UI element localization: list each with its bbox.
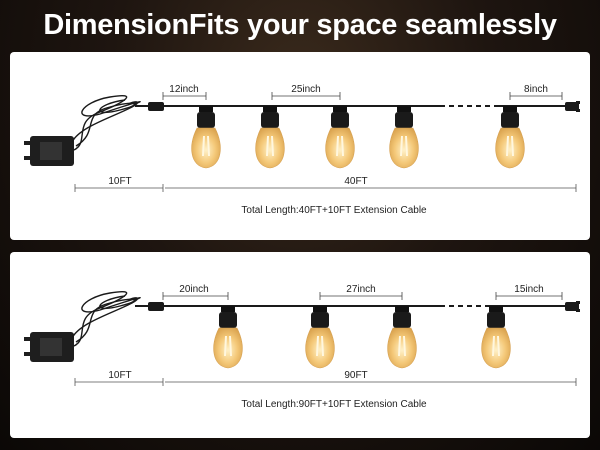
end-gap-label: 8inch — [524, 84, 548, 95]
extension-cord — [71, 291, 141, 347]
string-length-label: 40FT — [344, 176, 367, 187]
string-length-label: 90FT — [344, 370, 367, 381]
dimension-markers — [162, 292, 563, 300]
bulb-spacing-label: 27inch — [346, 284, 375, 295]
bulb-spacing-label: 25inch — [291, 84, 320, 95]
start-gap-label: 12inch — [169, 84, 198, 95]
bulb-icon — [495, 106, 525, 169]
panel-40ft: 12inch 25inch 8inch 10FT 40FT Total Leng… — [10, 52, 590, 240]
bulb-icon — [481, 306, 511, 369]
length-measure — [74, 184, 577, 192]
panel-90ft: 20inch 27inch 15inch 10FT 90FT Total Len… — [10, 252, 590, 438]
string-light-diagram: 12inch 25inch 8inch 10FT 40FT Total Leng… — [24, 84, 580, 216]
bulb-icon — [387, 306, 417, 369]
bulb-icon — [191, 106, 221, 169]
extension-length-label: 10FT — [108, 370, 131, 381]
bulb-icon — [255, 106, 285, 169]
bulb-icon — [389, 106, 419, 169]
end-gap-label: 15inch — [514, 284, 543, 295]
extension-length-label: 10FT — [108, 176, 131, 187]
bulb-icon — [305, 306, 335, 369]
connector-icon — [148, 101, 580, 112]
total-length-label: Total Length:40FT+10FT Extension Cable — [241, 205, 427, 216]
connector-icon — [148, 301, 580, 312]
dimension-markers — [162, 92, 563, 100]
extension-cord — [71, 95, 141, 151]
length-measure — [74, 378, 577, 386]
headline: DimensionFits your space seamlessly — [43, 9, 557, 41]
string-light-diagram: 20inch 27inch 15inch 10FT 90FT Total Len… — [24, 284, 580, 410]
power-adapter-icon — [24, 136, 74, 166]
total-length-label: Total Length:90FT+10FT Extension Cable — [241, 399, 427, 410]
start-gap-label: 20inch — [179, 284, 208, 295]
power-adapter-icon — [24, 332, 74, 362]
bulb-icon — [325, 106, 355, 169]
bulb-icon — [213, 306, 243, 369]
